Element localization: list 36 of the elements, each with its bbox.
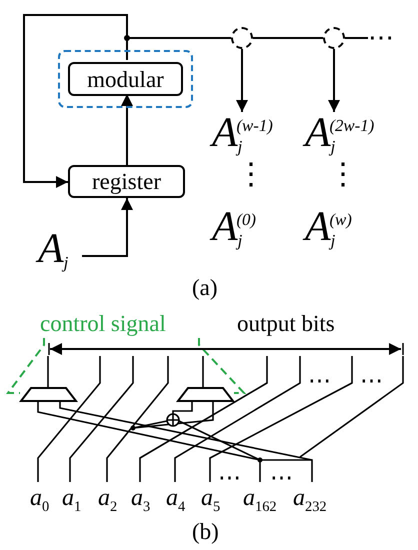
input-symbol: A$_{j}$ xyxy=(38,228,82,270)
ellipsis: ⋯ xyxy=(368,26,404,50)
register-box: register xyxy=(68,165,185,198)
arrow xyxy=(121,94,133,165)
output-bits-label: output bits xyxy=(237,312,335,335)
ellipsis: ⋮ xyxy=(328,160,358,190)
modular-box: modular xyxy=(68,62,183,96)
bit-label: a$_{1}$ xyxy=(62,486,82,514)
arrow xyxy=(82,198,133,257)
multiplexer-symbol xyxy=(20,387,77,402)
bit-label: a$_{0}$ xyxy=(30,486,50,514)
ellipsis: ⋯ xyxy=(360,369,383,392)
ellipsis: ⋮ xyxy=(236,160,266,190)
arrow xyxy=(236,49,248,112)
panel-label: (b) xyxy=(192,520,219,543)
bit-label: a$_{4}$ xyxy=(166,486,186,514)
connector-line xyxy=(345,37,368,39)
connector-line xyxy=(253,37,323,39)
panel-label: (a) xyxy=(192,276,218,299)
ellipsis: ⋯ xyxy=(218,466,241,489)
bit-label: a$_{162}$ xyxy=(243,486,277,514)
bit-label: a$_{232}$ xyxy=(293,486,327,514)
arrow xyxy=(23,14,128,188)
multiplexer-symbol xyxy=(177,387,234,402)
leader-line xyxy=(6,338,45,394)
bit-label: a$_{5}$ xyxy=(201,486,220,514)
control-signal-label: control signal xyxy=(40,312,210,338)
arrow xyxy=(328,49,340,112)
ellipsis: ⋯ xyxy=(270,466,293,489)
bit-label: a$_{2}$ xyxy=(98,486,118,514)
tap-circle xyxy=(323,27,345,49)
ellipsis: ⋯ xyxy=(308,369,331,392)
tap-circle xyxy=(231,27,253,49)
dashed-group-box xyxy=(58,50,193,108)
leader-line xyxy=(198,338,246,394)
bit-label: a$_{3}$ xyxy=(131,486,150,514)
